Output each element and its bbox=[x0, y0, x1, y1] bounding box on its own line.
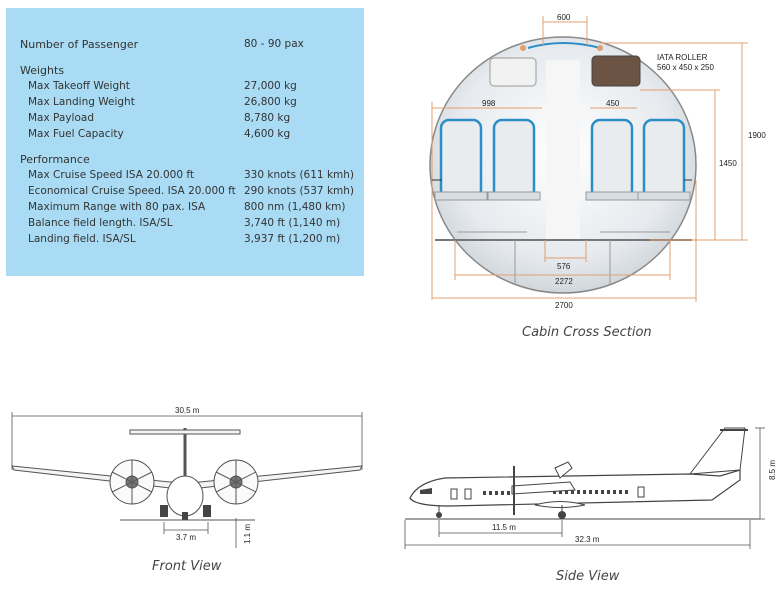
dim-left-pair: 998 bbox=[482, 99, 496, 108]
left-propeller bbox=[109, 459, 155, 505]
dim-width: 2700 bbox=[555, 301, 573, 310]
side-wheelbase-label: 11.5 m bbox=[492, 523, 516, 532]
weight-label: Max Landing Weight bbox=[28, 96, 135, 108]
cabin-caption: Cabin Cross Section bbox=[522, 325, 652, 340]
dim-right-seat: 450 bbox=[606, 99, 620, 108]
passenger-label: Number of Passenger bbox=[20, 38, 139, 51]
performance-label: Balance field length. ISA/SL bbox=[28, 217, 173, 229]
dim-aisle: 576 bbox=[557, 262, 571, 271]
weight-value: 27,000 kg bbox=[244, 80, 297, 92]
dim-top: 600 bbox=[557, 13, 571, 22]
side-length-label: 32.3 m bbox=[575, 535, 600, 544]
side-view-diagram: 11.5 m 32.3 m 8.5 m bbox=[404, 427, 777, 549]
performance-label: Landing field. ISA/SL bbox=[28, 233, 136, 245]
weight-label: Max Payload bbox=[28, 112, 94, 124]
performance-label: Economical Cruise Speed. ISA 20.000 ft bbox=[28, 185, 236, 197]
weight-value: 4,600 kg bbox=[244, 128, 291, 140]
performance-label: Maximum Range with 80 pax. ISA bbox=[28, 201, 206, 213]
right-propeller bbox=[213, 459, 259, 505]
side-height-label: 8.5 m bbox=[768, 460, 777, 480]
cabin-cross-section-diagram: 600 IATA ROLLER 560 x 450 x 250 998 450 … bbox=[429, 13, 766, 310]
seat bbox=[585, 118, 639, 201]
performance-value: 3,937 ft (1,200 m) bbox=[244, 233, 341, 245]
weights-heading: Weights bbox=[20, 64, 65, 77]
overhead-bin-right bbox=[591, 55, 641, 87]
weight-label: Max Takeoff Weight bbox=[28, 80, 130, 92]
dim-height-total: 1900 bbox=[748, 131, 766, 140]
seat bbox=[434, 118, 488, 201]
side-fuselage bbox=[409, 469, 741, 507]
front-clearance-label: 1.1 m bbox=[243, 524, 252, 544]
dim-height-inner: 1450 bbox=[719, 159, 737, 168]
front-gear-track-label: 3.7 m bbox=[176, 533, 196, 542]
overhead-bin-left bbox=[489, 57, 537, 87]
seat bbox=[637, 118, 691, 201]
performance-value: 800 nm (1,480 km) bbox=[244, 201, 346, 213]
dim-floor: 2272 bbox=[555, 277, 573, 286]
weight-label: Max Fuel Capacity bbox=[28, 128, 124, 140]
performance-value: 330 knots (611 kmh) bbox=[244, 169, 354, 181]
aisle-divider bbox=[546, 60, 580, 240]
weight-value: 8,780 kg bbox=[244, 112, 291, 124]
front-fuselage bbox=[166, 475, 204, 517]
performance-value: 290 knots (537 kmh) bbox=[244, 185, 354, 197]
passenger-value: 80 - 90 pax bbox=[244, 38, 304, 50]
front-span-label: 30.5 m bbox=[175, 406, 200, 415]
roller-size: 560 x 450 x 250 bbox=[657, 63, 714, 72]
front-view-diagram: 30.5 m 3.7 m 1.1 m bbox=[11, 406, 363, 548]
seat bbox=[487, 118, 541, 201]
performance-label: Max Cruise Speed ISA 20.000 ft bbox=[28, 169, 194, 181]
specifications-panel: Number of Passenger 80 - 90 pax Weights … bbox=[6, 8, 364, 276]
weight-value: 26,800 kg bbox=[244, 96, 297, 108]
roller-title: IATA ROLLER bbox=[657, 53, 708, 62]
side-caption: Side View bbox=[556, 569, 620, 584]
performance-value: 3,740 ft (1,140 m) bbox=[244, 217, 341, 229]
performance-heading: Performance bbox=[20, 153, 90, 166]
front-caption: Front View bbox=[152, 559, 222, 574]
